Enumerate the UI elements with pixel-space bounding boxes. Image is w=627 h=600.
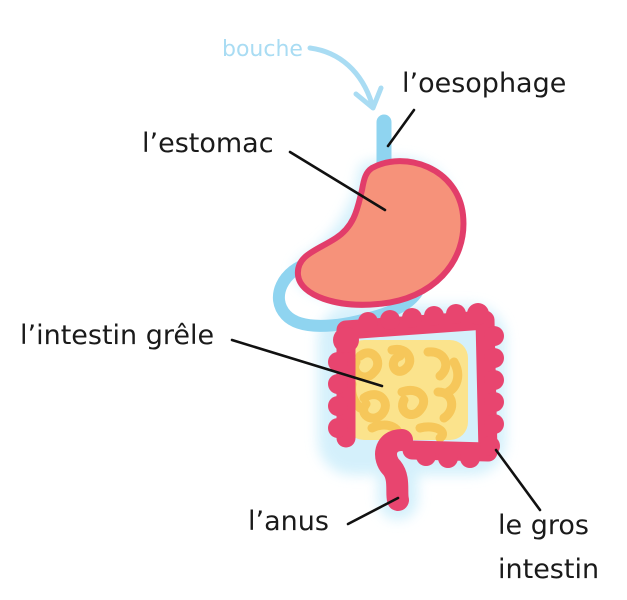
label-stomach: l’estomac [142,128,274,159]
label-large-intestine-line2: intestin [498,554,599,585]
leader-small-intestine [230,338,384,388]
leader-esophagus [386,108,416,148]
stomach [294,158,467,308]
duodenum [272,256,428,332]
leader-large-intestine [494,448,542,512]
label-mouth: bouche [222,37,303,62]
mouth-arrow [307,45,375,107]
leader-stomach [288,150,387,212]
rectum [375,429,413,511]
label-small-intestine: l’intestin grêle [20,320,214,351]
label-large-intestine-line1: le gros [498,510,589,541]
leader-anus [346,496,400,526]
label-anus: l’anus [248,506,329,537]
large-intestine [328,303,504,468]
label-esophagus: l’oesophage [402,68,566,99]
mouth-arrowhead [353,85,384,111]
